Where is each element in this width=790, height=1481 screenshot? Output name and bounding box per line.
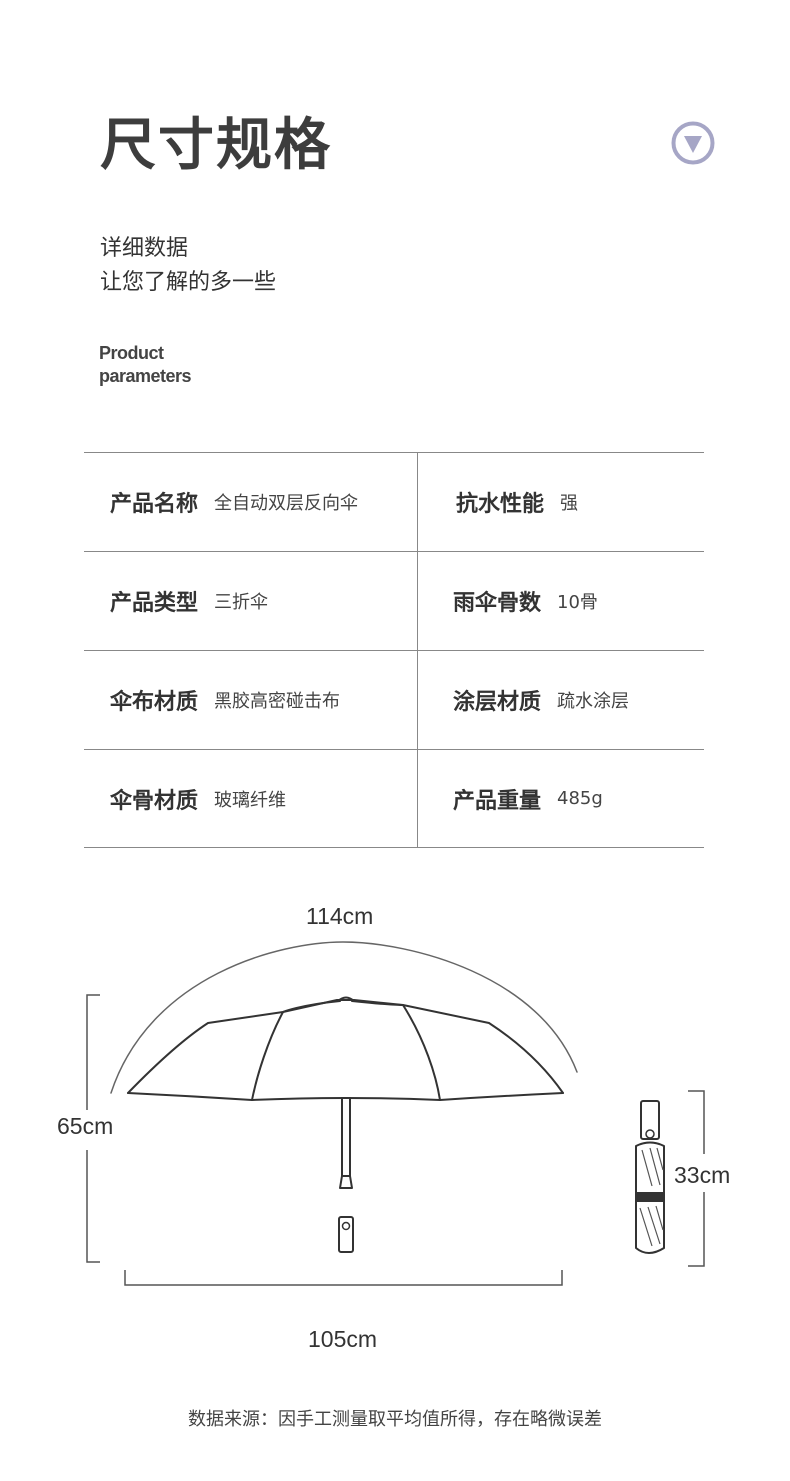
table-divider bbox=[84, 551, 704, 552]
table-divider bbox=[84, 847, 704, 848]
subtitle: 详细数据 让您了解的多一些 bbox=[100, 232, 276, 300]
spec-label: 伞骨材质 bbox=[110, 788, 199, 814]
page-title: 尺寸规格 bbox=[100, 113, 332, 178]
umbrella-drawing bbox=[86, 941, 705, 1286]
spec-label: 抗水性能 bbox=[456, 491, 545, 517]
spec-value: 全自动双层反向伞 bbox=[214, 492, 359, 514]
spec-cell-product-name: 产品名称 全自动双层反向伞 bbox=[110, 452, 358, 551]
table-divider bbox=[84, 452, 704, 453]
width-label: 105cm bbox=[308, 1326, 378, 1352]
spec-label: 产品类型 bbox=[110, 590, 199, 616]
table-column-divider bbox=[417, 452, 418, 848]
spec-label: 涂层材质 bbox=[453, 689, 542, 715]
table-divider bbox=[84, 749, 704, 750]
spec-cell-frame-material: 伞骨材质 玻璃纤维 bbox=[110, 749, 286, 848]
chevron-down-circle-icon bbox=[671, 121, 715, 165]
spec-cell-weight: 产品重量 485g bbox=[453, 749, 603, 848]
spec-cell-rib-count: 雨伞骨数 10骨 bbox=[453, 551, 598, 650]
spec-cell-water-resistance: 抗水性能 强 bbox=[456, 452, 578, 551]
spec-cell-product-type: 产品类型 三折伞 bbox=[110, 551, 268, 650]
spec-cell-coating-material: 涂层材质 疏水涂层 bbox=[453, 650, 629, 749]
spec-value: 485g bbox=[557, 788, 603, 809]
spec-label: 雨伞骨数 bbox=[453, 590, 542, 616]
spec-cell-canopy-material: 伞布材质 黑胶高密碰击布 bbox=[110, 650, 340, 749]
spec-value: 玻璃纤维 bbox=[214, 789, 287, 811]
english-caption-line-1: Product bbox=[99, 343, 164, 363]
spec-label: 产品重量 bbox=[453, 788, 542, 814]
data-source-note: 数据来源：因手工测量取平均值所得，存在略微误差 bbox=[188, 1409, 602, 1430]
subtitle-line-1: 详细数据 bbox=[100, 236, 189, 261]
spec-table: 产品名称 全自动双层反向伞 抗水性能 强 产品类型 三折伞 雨伞骨数 10骨 伞… bbox=[84, 452, 704, 848]
spec-value: 强 bbox=[560, 492, 579, 514]
spec-label: 产品名称 bbox=[110, 491, 199, 517]
table-divider bbox=[84, 650, 704, 651]
spec-value: 三折伞 bbox=[214, 591, 269, 613]
spec-label: 伞布材质 bbox=[110, 689, 199, 715]
spec-value: 10骨 bbox=[557, 591, 598, 613]
spec-value: 黑胶高密碰击布 bbox=[214, 690, 341, 712]
folded-length-label: 33cm bbox=[674, 1162, 731, 1188]
subtitle-line-2: 让您了解的多一些 bbox=[100, 270, 277, 295]
spec-value: 疏水涂层 bbox=[557, 690, 630, 712]
size-diagram: 114cm 65cm 105cm 33cm bbox=[0, 880, 790, 1360]
height-label: 65cm bbox=[57, 1113, 114, 1139]
arc-length-label: 114cm bbox=[306, 903, 374, 929]
english-caption: Product parameters bbox=[99, 342, 192, 388]
english-caption-line-2: parameters bbox=[99, 366, 192, 386]
